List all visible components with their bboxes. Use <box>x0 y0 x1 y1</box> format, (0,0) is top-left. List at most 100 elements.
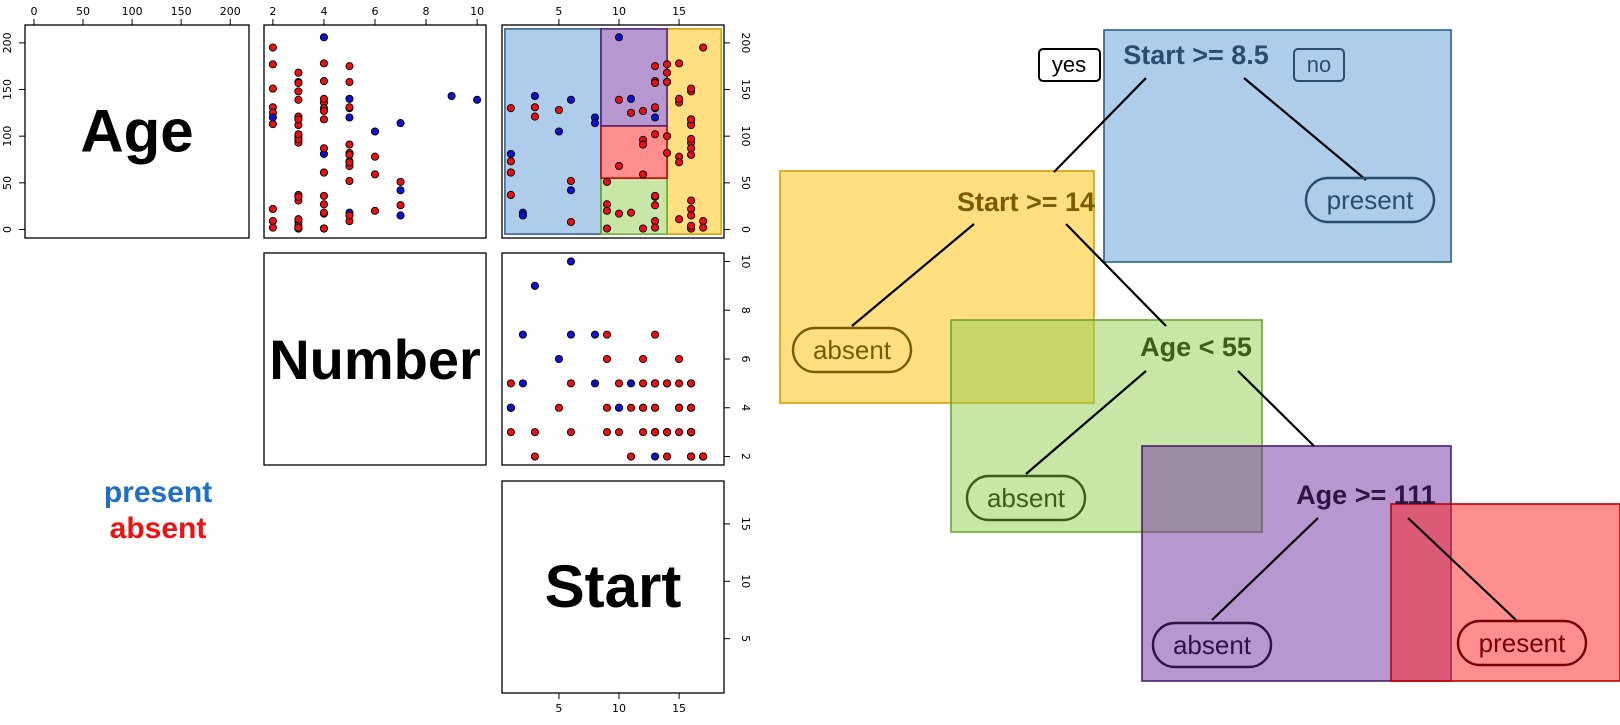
scatter-point <box>687 115 696 124</box>
scatter-point <box>614 379 624 388</box>
panel-frame <box>501 24 725 239</box>
leaf-pill <box>1304 176 1436 224</box>
scatter-point <box>506 190 515 200</box>
scatter-point <box>345 113 354 122</box>
scatter-point <box>638 403 648 412</box>
scatter-point <box>554 105 563 115</box>
scatter-point <box>614 428 624 437</box>
scatter-point <box>506 168 515 177</box>
tick-label: 2 <box>739 453 752 460</box>
yes-label: yes <box>1052 52 1086 77</box>
scatter-point <box>506 403 515 412</box>
tick-label: 100 <box>122 5 143 18</box>
scatter-point <box>268 204 277 214</box>
tree-edge <box>1407 517 1517 621</box>
scatter-point <box>530 91 539 101</box>
scatter-point <box>602 428 612 437</box>
scatter-point <box>319 94 328 103</box>
scatter-point <box>566 186 576 195</box>
scatter-point <box>602 224 612 233</box>
scatter-point <box>687 221 696 230</box>
scatter-point <box>268 223 277 232</box>
scatter-point <box>602 354 612 364</box>
scatter-point <box>602 403 612 412</box>
scatter-point <box>473 95 482 104</box>
scatter-point <box>614 95 624 104</box>
scatter-point <box>687 452 696 461</box>
tree-edge <box>1065 223 1167 327</box>
scatter-point <box>319 200 328 209</box>
scatter-point <box>638 170 648 179</box>
scatter-point <box>268 113 277 122</box>
diagonal-label: Start <box>545 553 682 620</box>
panel-frame <box>24 24 250 239</box>
scatter-point <box>626 403 636 412</box>
scatter-point <box>345 176 354 186</box>
scatter-point <box>319 77 328 86</box>
scatter-point <box>370 152 380 161</box>
scatter-point <box>699 452 708 461</box>
tick-label: 15 <box>672 5 686 18</box>
scatter-point <box>663 77 672 87</box>
panel-number-start <box>501 252 725 466</box>
leaf-label: present <box>1327 185 1414 215</box>
tick-label: 10 <box>470 5 484 18</box>
scatter-point <box>687 428 696 437</box>
tick-label: 5 <box>555 5 562 18</box>
scatter-point <box>294 215 303 224</box>
scatter-point <box>614 403 624 412</box>
scatter-point <box>650 62 660 71</box>
scatter-point <box>345 103 354 112</box>
scatter-point <box>319 106 328 116</box>
tick-label: 0 <box>739 226 752 233</box>
leaf-label: absent <box>813 335 892 365</box>
tick-label: 50 <box>1 176 14 190</box>
scatter-point <box>268 43 277 52</box>
tick-label: 15 <box>672 702 686 715</box>
tree-edge <box>1211 517 1319 621</box>
scatter-point <box>518 379 527 388</box>
tick-label: 15 <box>739 517 752 531</box>
scatter-point <box>687 403 696 412</box>
scatter-point <box>650 330 660 339</box>
leaf-l4: absent <box>1151 621 1273 669</box>
scatter-point <box>530 452 539 461</box>
node-box-1 <box>1103 29 1452 263</box>
scatter-point <box>345 62 354 71</box>
tick-label: 0 <box>30 5 37 18</box>
scatter-point <box>506 149 515 158</box>
leaf-l3: absent <box>965 474 1087 522</box>
scatter-point <box>638 428 648 437</box>
scatter-point <box>396 211 405 220</box>
scatter-point <box>650 403 660 412</box>
scatter-point <box>294 87 303 96</box>
tree-edge <box>1053 77 1147 173</box>
scatter-point <box>530 281 539 290</box>
scatter-point <box>319 191 328 200</box>
tick-label: 200 <box>1 32 14 53</box>
scatter-point <box>638 140 648 149</box>
scatter-point <box>699 43 708 52</box>
branch-label-yes: yes <box>1038 48 1101 82</box>
node-label-n2: Start >= 14 <box>957 187 1095 217</box>
scatter-point <box>530 428 539 437</box>
scatter-point <box>566 95 576 104</box>
legend-entry-present: present <box>104 476 212 509</box>
tick-label: 100 <box>1 126 14 147</box>
scatter-point <box>602 206 612 215</box>
scatter-point <box>650 452 660 461</box>
scatter-point <box>590 379 600 388</box>
scatter-point <box>626 379 636 388</box>
tick-label: 200 <box>220 5 241 18</box>
tree-edge <box>851 223 975 327</box>
tick-label: 2 <box>269 5 276 18</box>
scatter-point <box>663 148 672 158</box>
panel-frame <box>501 480 725 694</box>
scatter-point <box>319 59 328 68</box>
